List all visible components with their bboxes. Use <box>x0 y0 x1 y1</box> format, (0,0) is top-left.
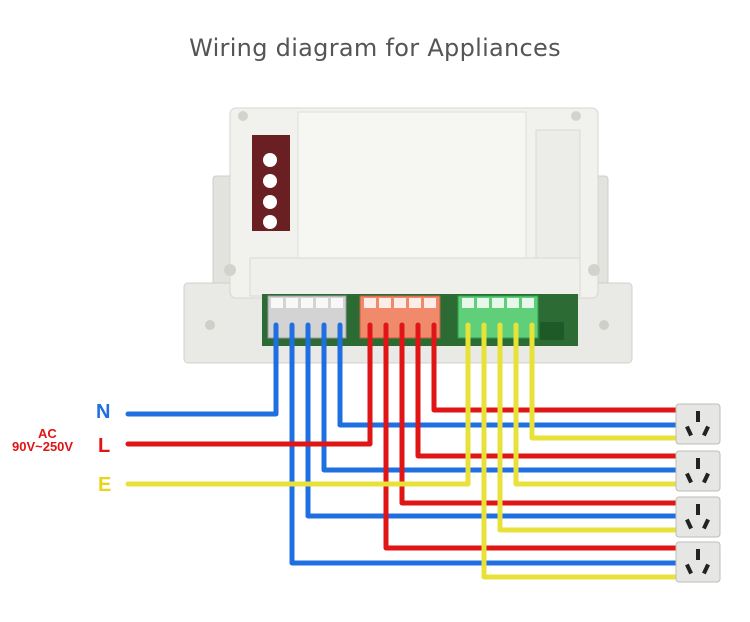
earth-wires <box>125 322 679 580</box>
power-socket-icon <box>675 403 721 445</box>
neutral-label: N <box>96 401 111 423</box>
power-socket-icon <box>675 450 721 492</box>
power-socket-icon <box>675 496 721 538</box>
wires <box>125 322 679 580</box>
power-socket-icon <box>675 541 721 583</box>
voltage-label: 90V~250V <box>12 439 74 454</box>
earth-label: E <box>98 474 112 496</box>
ac-label: AC <box>38 426 57 441</box>
neutral-wires <box>125 322 679 566</box>
sockets <box>675 403 721 583</box>
live-label: L <box>98 435 111 457</box>
relay-module-icon <box>183 107 633 364</box>
page-title: Wiring diagram for Appliances <box>189 34 561 62</box>
live-wires <box>125 322 679 551</box>
